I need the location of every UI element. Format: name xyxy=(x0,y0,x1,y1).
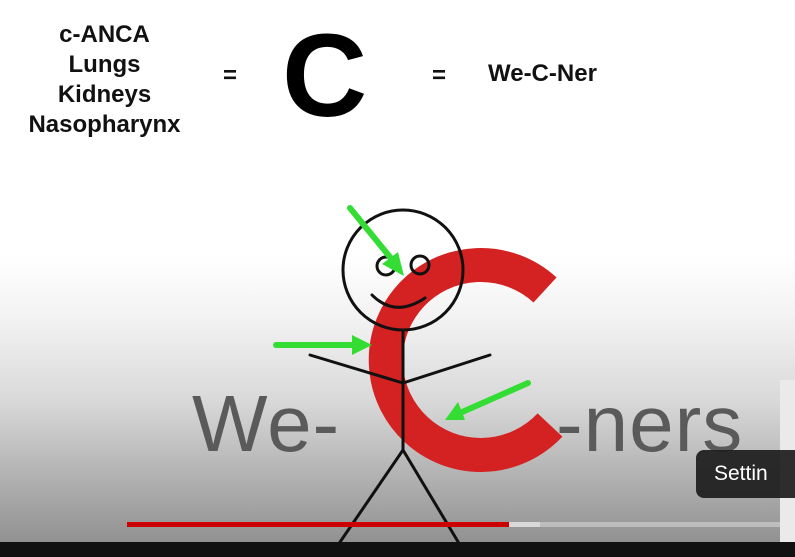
term-c-anca: c-ANCA xyxy=(59,21,150,48)
settings-button[interactable]: Settin xyxy=(696,450,795,498)
settings-label: Settin xyxy=(714,462,768,485)
stick-figure-right-eye xyxy=(409,254,431,276)
red-c-shape xyxy=(368,248,563,472)
term-nasopharynx: Nasopharynx xyxy=(28,111,181,138)
stick-figure-right-arm xyxy=(401,353,492,385)
word-we: We- xyxy=(192,379,341,468)
mnemonic-text: We-C-Ner xyxy=(488,60,597,87)
stick-figure-right-leg xyxy=(401,448,462,547)
stick-figure-mouth xyxy=(370,293,427,309)
term-kidneys: Kidneys xyxy=(57,81,152,108)
equals-sign-left: = xyxy=(223,62,238,89)
video-progress-bar[interactable] xyxy=(127,522,780,527)
player-controls-bar xyxy=(0,542,795,557)
green-arrow-head xyxy=(347,205,404,276)
stick-figure-left-arm xyxy=(308,353,405,385)
green-arrow-chest xyxy=(273,335,372,355)
big-letter-c: C xyxy=(282,10,368,142)
green-arrows xyxy=(273,205,531,420)
progress-played xyxy=(127,522,509,527)
stick-figure-left-leg xyxy=(336,448,405,547)
equals-sign-right: = xyxy=(432,62,447,89)
term-lungs: Lungs xyxy=(68,51,141,78)
green-arrow-body xyxy=(445,380,531,420)
disease-terms: c-ANCA Lungs Kidneys Nasopharynx xyxy=(12,20,197,140)
stick-figure xyxy=(308,208,492,547)
